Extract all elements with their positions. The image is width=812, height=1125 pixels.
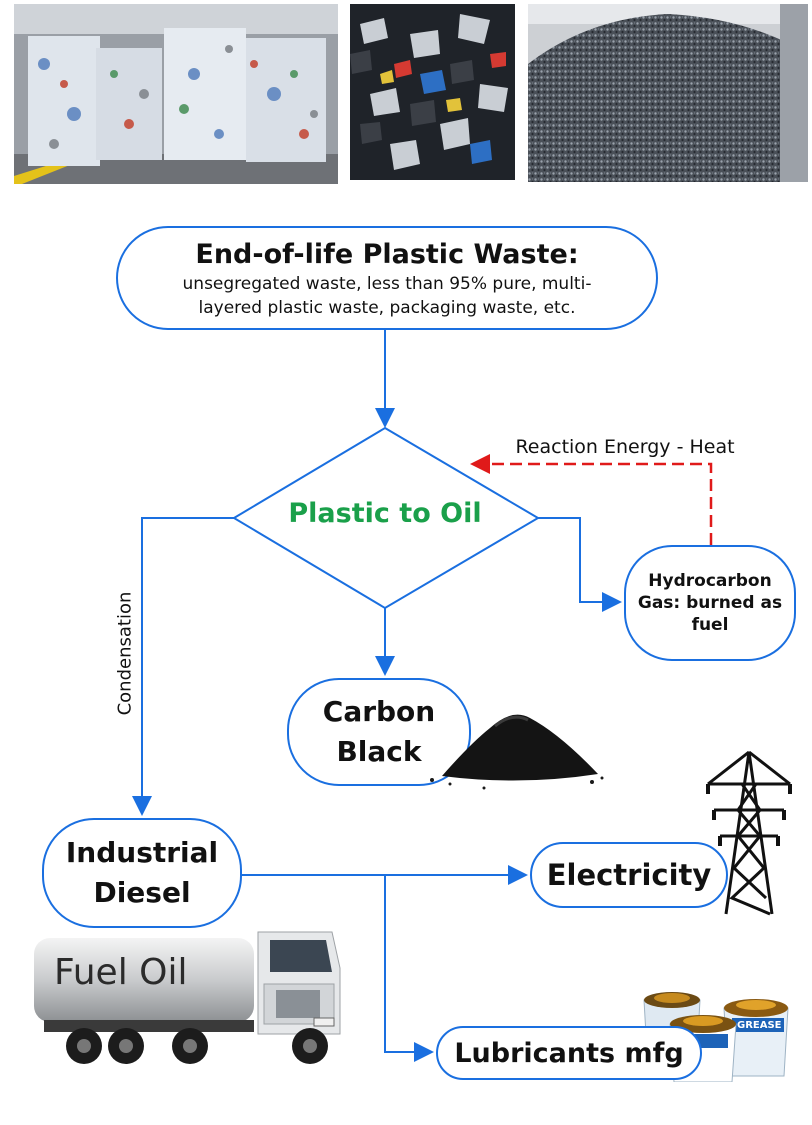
arrowhead: [375, 408, 395, 428]
hydrocarbon-gas-node: Hydrocarbon Gas: burned as fuel: [624, 545, 796, 661]
arrowhead: [508, 865, 528, 885]
electricity-node: Electricity: [530, 842, 728, 908]
condensation-label: Condensation: [114, 591, 136, 716]
plastic-waste-title: End-of-life Plastic Waste: [195, 238, 568, 270]
edge-diesel-to-lubricants: [384, 875, 416, 1053]
grease-label: GREASE: [737, 1020, 782, 1031]
carbon-line1: Carbon: [322, 695, 436, 728]
plastic-granules-photo: [528, 4, 808, 182]
lubricants-label: Lubricants mfg: [454, 1037, 684, 1069]
pylon-icon: [700, 748, 798, 916]
plastic-waste-title-colon: :: [567, 238, 579, 270]
heat-feedback-label: Reaction Energy - Heat: [515, 436, 735, 458]
plastic-waste-desc-line2: layered plastic waste, packaging waste, …: [198, 297, 576, 318]
process-label: Plastic to Oil: [288, 498, 482, 529]
diesel-line1: Industrial: [65, 836, 219, 869]
arrowhead: [132, 796, 152, 816]
carbon-powder-icon: [420, 700, 610, 790]
edge-heat-feedback: [490, 462, 713, 545]
gas-line1: Hydrocarbon: [648, 571, 772, 591]
arrowhead: [375, 656, 395, 676]
arrowhead: [414, 1042, 434, 1062]
carbon-line2: Black: [336, 735, 422, 768]
plastic-waste-node: End-of-life Plastic Waste: unsegregated …: [116, 226, 658, 330]
gas-line2: Gas: burned as: [637, 593, 783, 613]
lubricants-node: Lubricants mfg: [436, 1026, 702, 1080]
arrowhead: [470, 454, 490, 474]
industrial-diesel-node: Industrial Diesel: [42, 818, 242, 928]
edge-process-to-gas: [538, 517, 604, 603]
tanker-truck-icon: Fuel Oil: [14, 922, 360, 1074]
arrowhead: [602, 592, 622, 612]
plastic-flakes-photo: [350, 4, 515, 180]
plastic-bales-photo: [14, 4, 338, 184]
truck-tank-text: Fuel Oil: [54, 952, 188, 993]
plastic-waste-desc-line1: unsegregated waste, less than 95% pure, …: [182, 273, 592, 294]
edge-process-to-diesel: [141, 517, 234, 798]
diesel-line2: Diesel: [93, 876, 191, 909]
electricity-label: Electricity: [546, 858, 712, 892]
carbon-black-node: Carbon Black: [287, 678, 471, 786]
process-diamond: [232, 426, 540, 610]
gas-line3: fuel: [691, 615, 729, 635]
